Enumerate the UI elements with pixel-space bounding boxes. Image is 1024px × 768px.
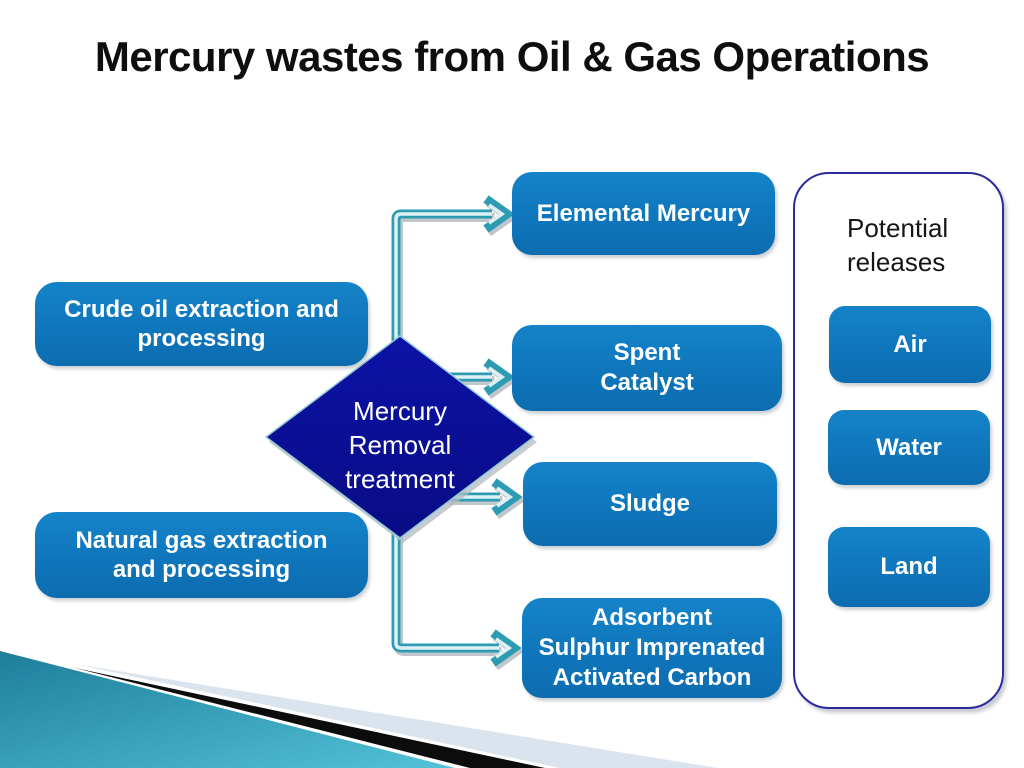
potential-releases-title: Potential releases [847, 213, 949, 277]
process-diamond-label: Mercury Removal treatment [345, 396, 455, 494]
corner-teal-wedge [0, 651, 455, 768]
waste-box-elemental-mercury: Elemental Mercury [512, 172, 775, 255]
process-diamond [264, 335, 537, 543]
corner-decoration [0, 648, 718, 768]
source-box-natural-gas: Natural gas extraction and processing [35, 512, 368, 598]
waste-box-sludge: Sludge [523, 462, 777, 546]
arrow-elemental-mercury [391, 195, 518, 352]
release-box-water: Water [828, 410, 990, 485]
waste-box-spent-catalyst: Spent Catalyst [512, 325, 782, 411]
slide-title: Mercury wastes from Oil & Gas Operations [94, 33, 930, 80]
process-diamond-shape [264, 335, 536, 539]
waste-box-adsorbent: Adsorbent Sulphur Imprenated Activated C… [522, 598, 782, 698]
arrow-adsorbent [391, 528, 525, 671]
release-box-air: Air [829, 306, 991, 383]
release-box-land: Land [828, 527, 990, 607]
source-box-crude-oil: Crude oil extraction and processing [35, 282, 368, 366]
